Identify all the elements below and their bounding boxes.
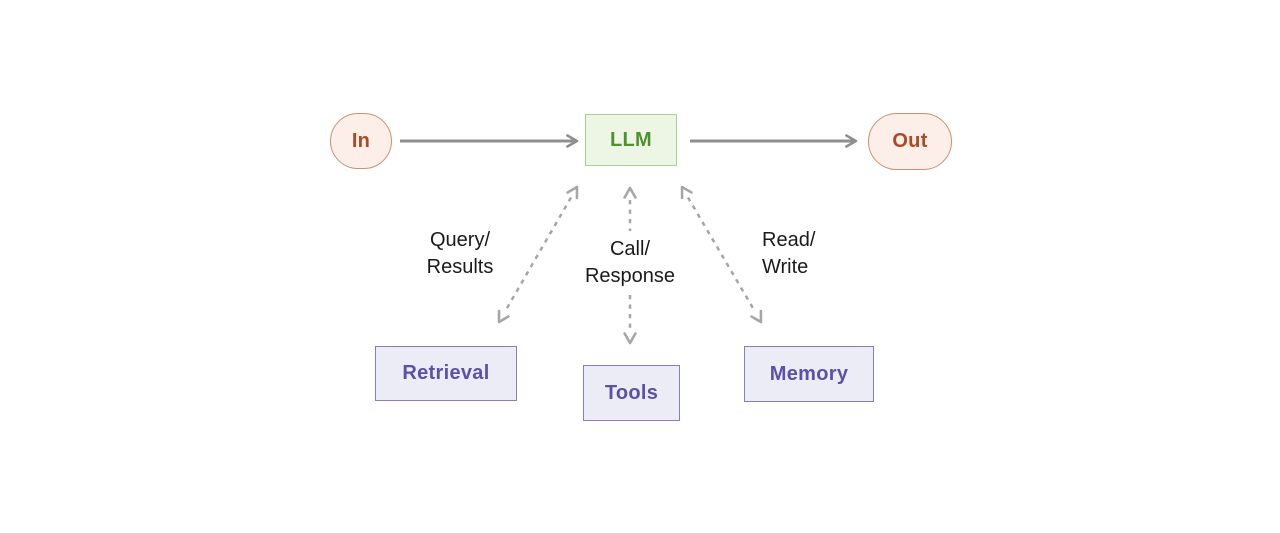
node-retrieval: Retrieval	[375, 346, 517, 401]
node-memory: Memory	[744, 346, 874, 402]
dashed-arrow-llm-retrieval	[503, 196, 573, 313]
edge-label-call-response: Call/ Response	[570, 231, 690, 295]
node-in: In	[330, 113, 392, 169]
dashed-arrow-llm-memory	[686, 196, 757, 313]
edge-label-read-write: Read/ Write	[762, 229, 816, 278]
node-tools: Tools	[583, 365, 680, 421]
node-out: Out	[868, 113, 952, 170]
edge-label-query-results: Query/ Results	[426, 229, 494, 278]
node-llm: LLM	[585, 114, 677, 166]
